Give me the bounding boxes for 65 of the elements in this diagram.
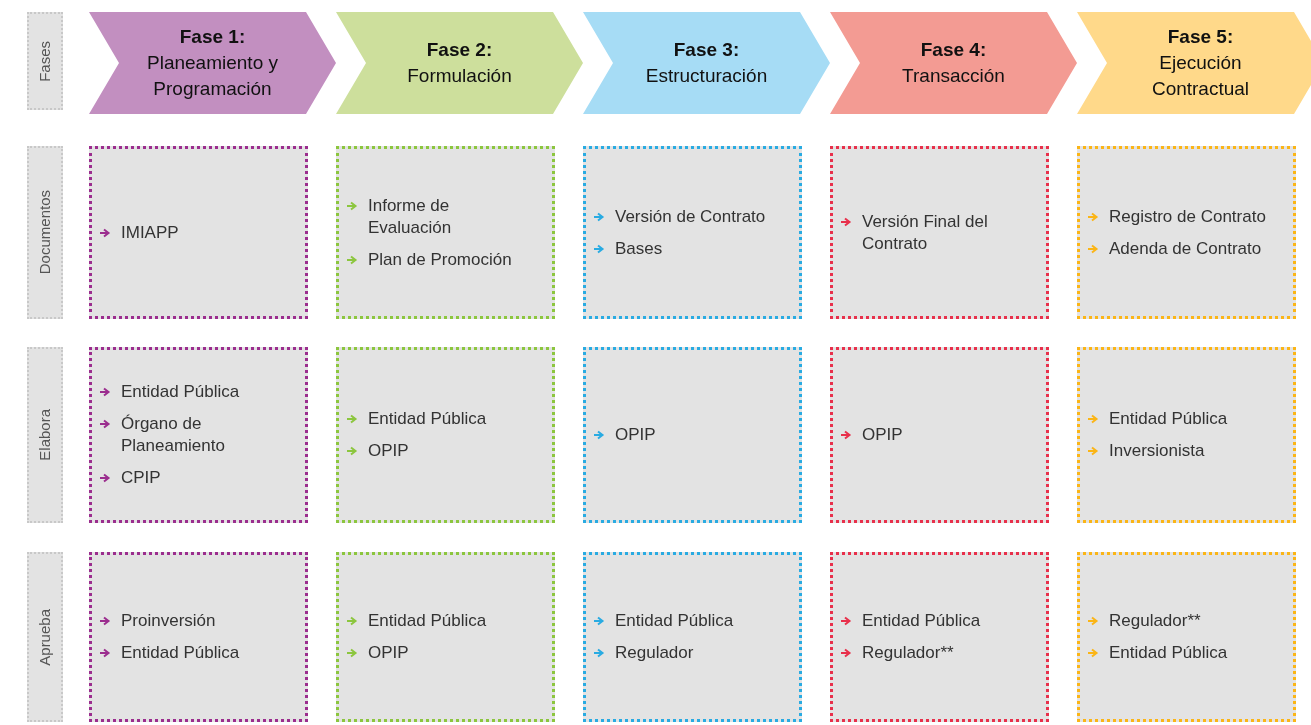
row-header [27,146,63,319]
row-header-label: Elabora [34,409,54,461]
list-item: IMIAPP [121,221,179,244]
info-box [89,347,308,523]
list-item: Entidad Pública [862,610,981,632]
info-box [1077,347,1296,523]
phase-name: Transacción [901,64,1006,88]
info-box [336,146,555,319]
info-box [583,146,802,319]
row-header [27,552,63,722]
list-item: Regulador [615,642,694,664]
list-item: OPIP [862,424,903,446]
phase-name: Ejecución Contractual [1150,51,1251,101]
info-box [336,552,555,722]
list-item: Órgano de Planeamiento [121,413,226,457]
row-header-label: Documentos [34,190,54,275]
list-item: Entidad Pública [615,610,734,632]
list-item: OPIP [615,424,656,446]
info-box [89,552,308,722]
phase-name: Formulación [406,64,513,88]
info-box [1077,552,1296,722]
phase-banner [89,12,336,114]
list-item: CPIP [121,467,161,489]
list-item: Inversionista [1109,440,1205,462]
list-item: Entidad Pública [1109,408,1228,430]
list-item: Adenda de Contrato [1109,237,1262,260]
info-box [89,146,308,319]
list-item: Entidad Pública [368,610,487,632]
info-box [830,146,1049,319]
list-item: Informe de Evaluación [368,194,453,239]
list-item: Regulador** [1109,610,1201,632]
phase-banner [583,12,830,114]
list-item: Regulador** [862,642,954,664]
row-header-label: Aprueba [34,608,54,666]
phase-banner [1077,12,1311,114]
phase-number: Fase 5: [1166,25,1235,49]
list-item: Entidad Pública [121,381,240,403]
phase-banner [830,12,1077,114]
phase-name: Planeamiento y Programación [146,51,279,101]
list-item: Entidad Pública [368,408,487,430]
info-box [830,347,1049,523]
info-box [583,552,802,722]
list-item: Versión de Contrato [615,205,766,228]
info-box [336,347,555,523]
row-header [27,347,63,523]
list-item: Proinversión [121,610,216,632]
list-item: Entidad Pública [1109,642,1228,664]
info-box [583,347,802,523]
list-item: OPIP [368,642,409,664]
row-header-label: Fases [34,40,54,82]
info-box [830,552,1049,722]
info-box [1077,146,1296,319]
phase-number: Fase 1: [178,25,247,49]
phase-number: Fase 4: [919,38,988,62]
list-item: Entidad Pública [121,642,240,664]
list-item: OPIP [368,440,409,462]
row-header [27,12,63,110]
phase-banner [336,12,583,114]
list-item: Registro de Contrato [1109,205,1266,228]
list-item: Versión Final del Contrato [862,210,989,255]
list-item: Plan de Promoción [368,248,512,271]
phase-number: Fase 3: [672,38,741,62]
list-item: Bases [615,237,663,260]
phase-name: Estructuración [644,64,769,88]
phase-number: Fase 2: [425,38,494,62]
